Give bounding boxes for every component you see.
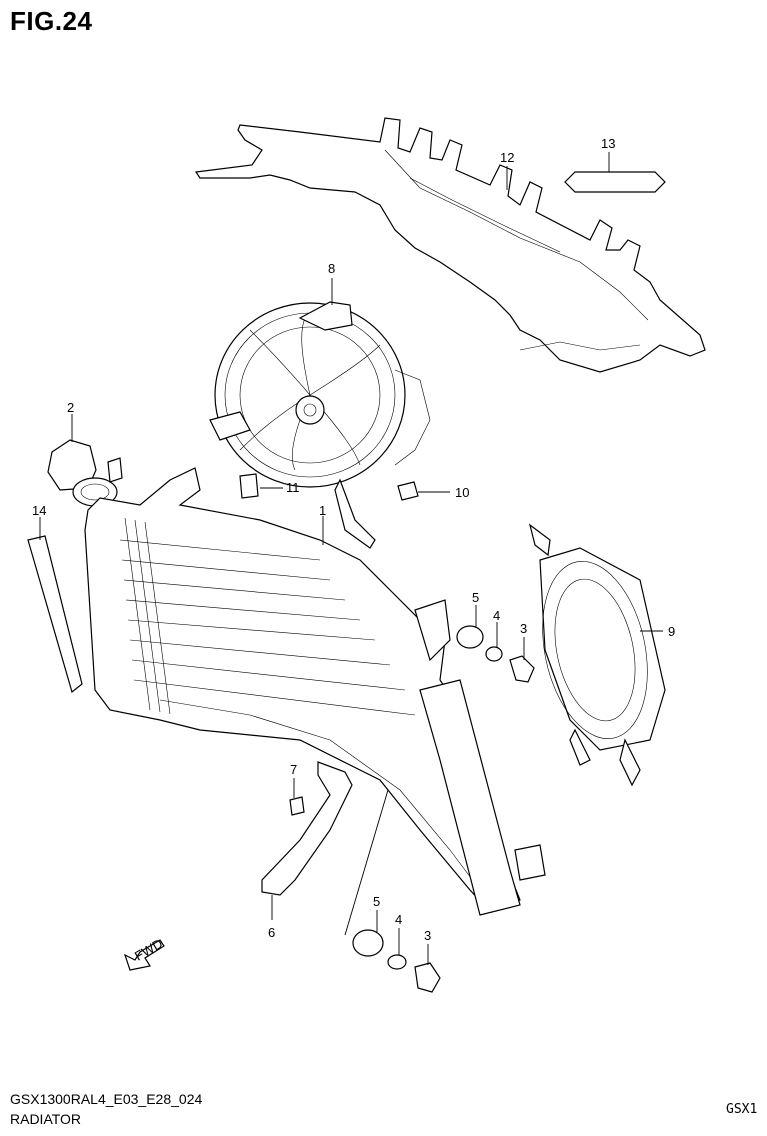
callout-10: 10 (455, 485, 469, 500)
callout-5-lower: 5 (373, 894, 380, 909)
callout-3-lower: 3 (424, 928, 431, 943)
callout-14: 14 (32, 503, 46, 518)
callout-12: 12 (500, 150, 514, 165)
callout-1: 1 (319, 503, 326, 518)
bolt-upper-part (509, 655, 535, 683)
fwd-arrow-icon: FWD (123, 936, 165, 971)
bolt-lower-part (414, 962, 441, 993)
callout-2: 2 (67, 400, 74, 415)
callout-5-upper: 5 (472, 590, 479, 605)
fan-bolt-part (397, 481, 419, 501)
radiator-cap-part (47, 439, 123, 507)
side-label: GSX1 (726, 1102, 758, 1117)
lower-bracket-part (261, 761, 353, 896)
side-seal-part (27, 535, 83, 694)
cushion-lower-part (352, 929, 384, 957)
callout-4-lower: 4 (395, 912, 402, 927)
callout-7: 7 (290, 762, 297, 777)
cooling-fan-upper-part (209, 301, 431, 549)
callout-6: 6 (268, 925, 275, 940)
radiator-part (84, 467, 546, 916)
callout-4-upper: 4 (493, 608, 500, 623)
figure-name: RADIATOR (10, 1111, 82, 1127)
callout-13: 13 (601, 136, 615, 151)
callout-8: 8 (328, 261, 335, 276)
callout-9: 9 (668, 624, 675, 639)
figure-code: GSX1300RAL4_E03_E28_024 (10, 1091, 203, 1107)
nut-part (239, 473, 259, 499)
cushion-upper-part (456, 625, 484, 649)
cover-guide-part (194, 117, 706, 373)
cooling-fan-side-part (529, 523, 666, 787)
callout-labels: 1 2 3 4 5 6 7 8 9 10 11 12 13 14 5 4 3 (32, 136, 675, 943)
collar-lower-part (387, 954, 407, 970)
figure-title: FIG.24 (10, 6, 93, 36)
cushion-strip-part (564, 171, 666, 193)
callout-3-upper: 3 (520, 621, 527, 636)
collar-upper-part (485, 646, 503, 662)
bracket-bolt-part (289, 796, 305, 816)
callout-11: 11 (286, 480, 300, 495)
leader-lines (39, 152, 663, 965)
